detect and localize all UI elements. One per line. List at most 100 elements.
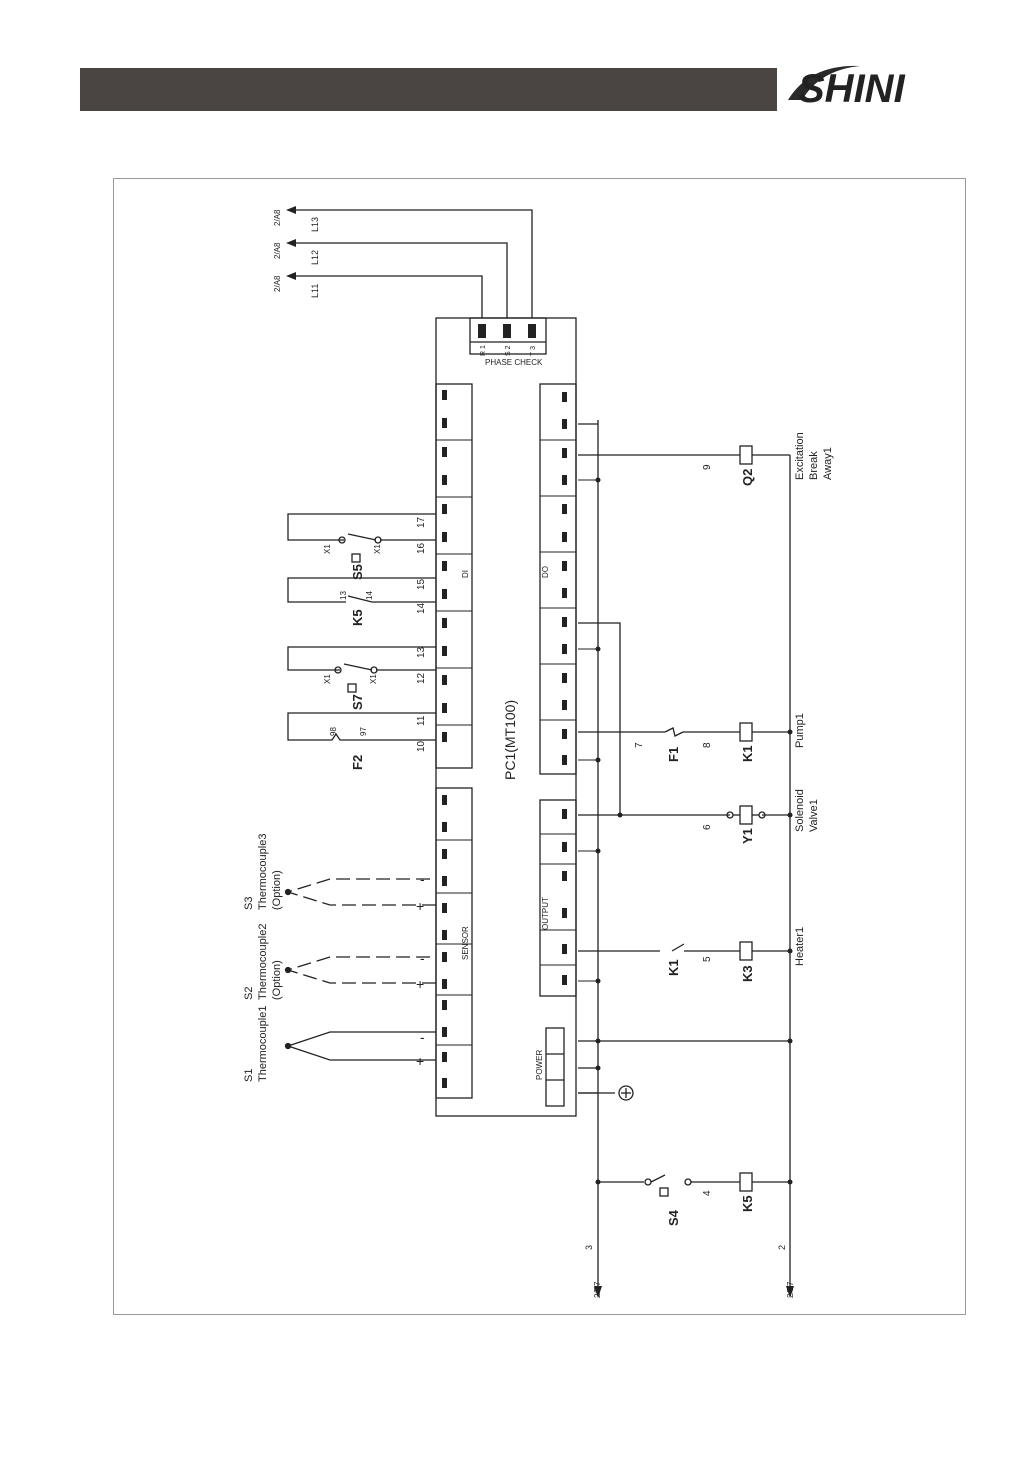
di-terminals [442, 390, 447, 742]
load-q2-wire: 9 [702, 464, 713, 470]
svg-text:-: - [420, 1029, 425, 1045]
s5-pin-a: X1 [323, 544, 332, 554]
arrow-bus-2 [786, 1286, 794, 1298]
do-block [539, 383, 577, 775]
bottom-ref-1: 2/B7 [593, 1281, 602, 1298]
phase-arrows [286, 206, 296, 280]
power-label: POWER [535, 1050, 544, 1080]
phase-line-l11: L11 [310, 284, 320, 298]
tc1-name: Thermocouple1 [257, 1006, 269, 1082]
tc2-note: (Option) [271, 960, 283, 1000]
rung-k5-di [287, 577, 436, 603]
s7-wire-a: 12 [416, 672, 427, 684]
load-y1-wire: 6 [702, 824, 713, 830]
f2-pin-b: 97 [359, 727, 368, 736]
switch-k5: K5 [350, 609, 365, 626]
load-k1-wire: 8 [702, 742, 713, 748]
diagram-frame [113, 178, 966, 1315]
contact-f1: F1 [666, 747, 681, 762]
f2-pin-a: 98 [329, 727, 338, 736]
output-label: OUTPUT [541, 897, 550, 930]
phase-ref-3: 2/A8 [273, 209, 282, 226]
tc3-name: Thermocouple3 [257, 834, 269, 910]
output-block [539, 799, 577, 997]
k3-coil [739, 941, 753, 961]
desc-valve: Valve1 [808, 799, 820, 832]
load-k1: K1 [740, 745, 755, 762]
k5-coil [739, 1172, 753, 1192]
phase-line-l12: L12 [310, 250, 320, 265]
ground-icon [618, 1085, 634, 1101]
desc-break: Break [808, 451, 820, 480]
svg-text:+: + [416, 1053, 424, 1069]
k1-coil [739, 722, 753, 742]
di-block [435, 383, 473, 769]
bottom-ref-2: 2/B7 [786, 1281, 795, 1298]
do-label: DO [541, 566, 550, 578]
do-terminals [562, 392, 567, 765]
arrow-bus-3 [594, 1286, 602, 1298]
s7-wire-b: 13 [416, 646, 427, 658]
header-bar [80, 68, 777, 111]
desc-pump: Pump1 [794, 713, 806, 748]
svg-text:-: - [420, 950, 425, 966]
s5-pin-b: X1 [373, 544, 382, 554]
tc2-name: Thermocouple2 [257, 924, 269, 1000]
switch-f2: F2 [350, 755, 365, 770]
contact-s4: S4 [666, 1209, 681, 1226]
s5-wire-a: 16 [416, 542, 427, 554]
f2-wire-b: 11 [416, 715, 427, 726]
phase-line-l13: L13 [310, 217, 320, 232]
wire-l11 [290, 275, 483, 318]
phase-ref-1: 2/A8 [273, 275, 282, 292]
bottom-wire-2: 2 [777, 1245, 787, 1250]
logo-swoosh [788, 65, 860, 100]
logo-text: SHINI [798, 67, 906, 111]
phase-pin-2: S 2 [505, 345, 512, 356]
sensor-label: SENSOR [461, 926, 470, 960]
contact-k1: K1 [666, 959, 681, 976]
rung-s7 [287, 646, 436, 671]
switch-s7: S7 [350, 694, 365, 710]
tc2-wire [285, 956, 436, 984]
controller-label: PC1(MT100) [502, 700, 518, 780]
s7-pin-a: X1 [323, 674, 332, 684]
s5-icon [351, 553, 361, 563]
svg-text:-: - [420, 871, 425, 887]
tc3-note: (Option) [271, 870, 283, 910]
phase-ref-2: 2/A8 [273, 242, 282, 259]
load-k5: K5 [740, 1195, 755, 1212]
power-block [545, 1027, 565, 1107]
load-k3-wire: 5 [702, 956, 713, 962]
svg-text:+: + [416, 976, 424, 992]
desc-heater: Heater1 [794, 927, 806, 966]
tc1-wire [285, 1031, 436, 1061]
phase-pin-3: T 3 [530, 346, 537, 356]
f2-wire-a: 10 [416, 740, 427, 752]
desc-solenoid: Solenoid [794, 789, 806, 832]
tc2-id: S2 [243, 987, 255, 1000]
shini-logo: SHINI [788, 65, 906, 111]
output-terminals [562, 809, 567, 985]
bottom-wire-3: 3 [584, 1245, 594, 1250]
k5-wire-b: 15 [416, 578, 427, 590]
rung-f2 [287, 712, 436, 741]
di-label: DI [461, 570, 470, 578]
phase-pins: R 1 S 2 T 3 [478, 324, 537, 356]
phase-check-label: PHASE CHECK [485, 358, 543, 367]
phase-pin-1: R 1 [480, 345, 487, 356]
load-y1: Y1 [740, 828, 755, 844]
tc3-id: S3 [243, 897, 255, 910]
k5-wire-a: 14 [416, 602, 427, 614]
sensor-terminals [442, 795, 447, 1088]
desc-excitation: Excitation [794, 432, 806, 480]
wire-l12 [290, 242, 508, 318]
s7-pin-b: X1 [369, 674, 378, 684]
s7-icon [347, 683, 357, 693]
rung-s5 [287, 513, 436, 541]
load-k5-wire: 4 [702, 1190, 713, 1196]
tc3-wire [285, 878, 436, 906]
q2-coil [739, 445, 753, 465]
phase-check-block [469, 317, 547, 355]
